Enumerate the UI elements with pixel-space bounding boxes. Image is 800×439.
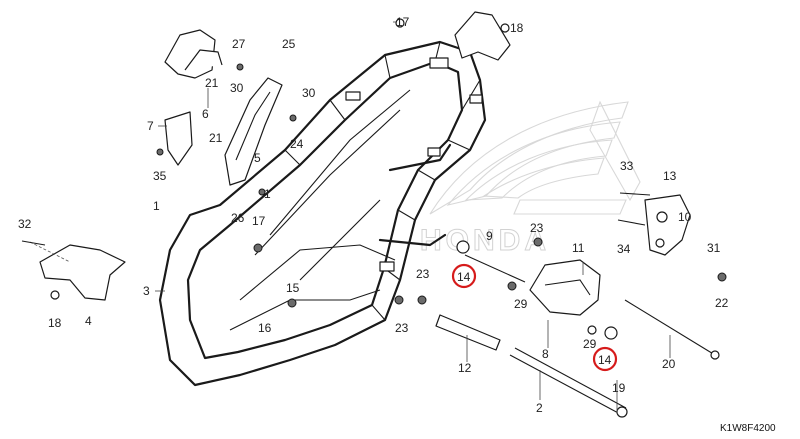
callout-29a: 29 [514, 297, 528, 311]
callout-35: 35 [153, 169, 167, 183]
callout-18b: 18 [48, 316, 62, 330]
bracket-7 [164, 111, 193, 166]
callout-3: 3 [143, 284, 150, 298]
callout-1a: 1 [264, 187, 271, 201]
callout-17a: 17 [396, 15, 410, 29]
callout-23a: 23 [530, 221, 544, 235]
pivot-bracket-11 [529, 259, 601, 316]
highlight-ring-14a [451, 263, 477, 289]
callout-15: 15 [286, 281, 300, 295]
highlighted-callouts: 14 14 [451, 263, 618, 372]
callout-29b: 29 [583, 337, 597, 351]
callout-18a: 18 [510, 21, 524, 35]
link-bracket-13 [644, 194, 691, 256]
callout-9: 9 [486, 229, 493, 243]
callouts: 17 18 27 25 21 30 30 6 7 21 24 5 35 1 1 … [18, 15, 729, 415]
callout-2: 2 [536, 401, 543, 415]
callout-33: 33 [620, 159, 634, 173]
callout-23b: 23 [416, 267, 430, 281]
callout-8: 8 [542, 347, 549, 361]
callout-11: 11 [572, 241, 585, 255]
callout-5: 5 [254, 151, 261, 165]
callout-19: 19 [612, 381, 626, 395]
callout-17b: 17 [252, 214, 266, 228]
callout-1b: 1 [153, 199, 160, 213]
callout-10: 10 [678, 210, 692, 224]
upper-left-bracket [164, 29, 223, 79]
callout-4: 4 [85, 314, 92, 328]
main-frame [158, 40, 487, 387]
callout-26: 26 [231, 211, 245, 225]
callout-12: 12 [458, 361, 472, 375]
collar-12 [435, 314, 501, 351]
callout-14b: 14 [598, 353, 612, 367]
callout-21a: 21 [205, 76, 219, 90]
callout-24: 24 [290, 137, 304, 151]
collar-14-left [456, 240, 470, 254]
callout-13: 13 [663, 169, 677, 183]
callout-27: 27 [232, 37, 246, 51]
callout-32: 32 [18, 217, 32, 231]
callout-22: 22 [715, 296, 729, 310]
collar-14-right [604, 326, 618, 340]
callout-25: 25 [282, 37, 296, 51]
callout-7: 7 [147, 119, 154, 133]
shaft-9 [464, 254, 526, 283]
callout-30b: 30 [302, 86, 316, 100]
highlight-ring-14b [592, 346, 618, 372]
callout-20: 20 [662, 357, 676, 371]
bracket-4 [29, 241, 126, 301]
nut-19 [616, 406, 628, 418]
washer-18 [500, 23, 510, 33]
top-bracket [395, 11, 511, 61]
callout-23c: 23 [395, 321, 409, 335]
watermark-brand-text: HONDA [420, 224, 550, 257]
callout-34: 34 [617, 242, 631, 256]
callout-14a: 14 [457, 270, 471, 284]
honda-wing-watermark: HONDA [420, 100, 641, 258]
callout-6: 6 [202, 107, 209, 121]
small-hardware [21, 63, 727, 335]
bolt-20 [624, 299, 720, 360]
callout-31: 31 [707, 241, 721, 255]
callout-21b: 21 [209, 131, 223, 145]
diagram-reference-code: K1W8F4200 [720, 423, 776, 434]
bracket-5 [224, 77, 283, 186]
callout-30a: 30 [230, 81, 244, 95]
callout-16: 16 [258, 321, 272, 335]
nut-17 [395, 18, 405, 28]
